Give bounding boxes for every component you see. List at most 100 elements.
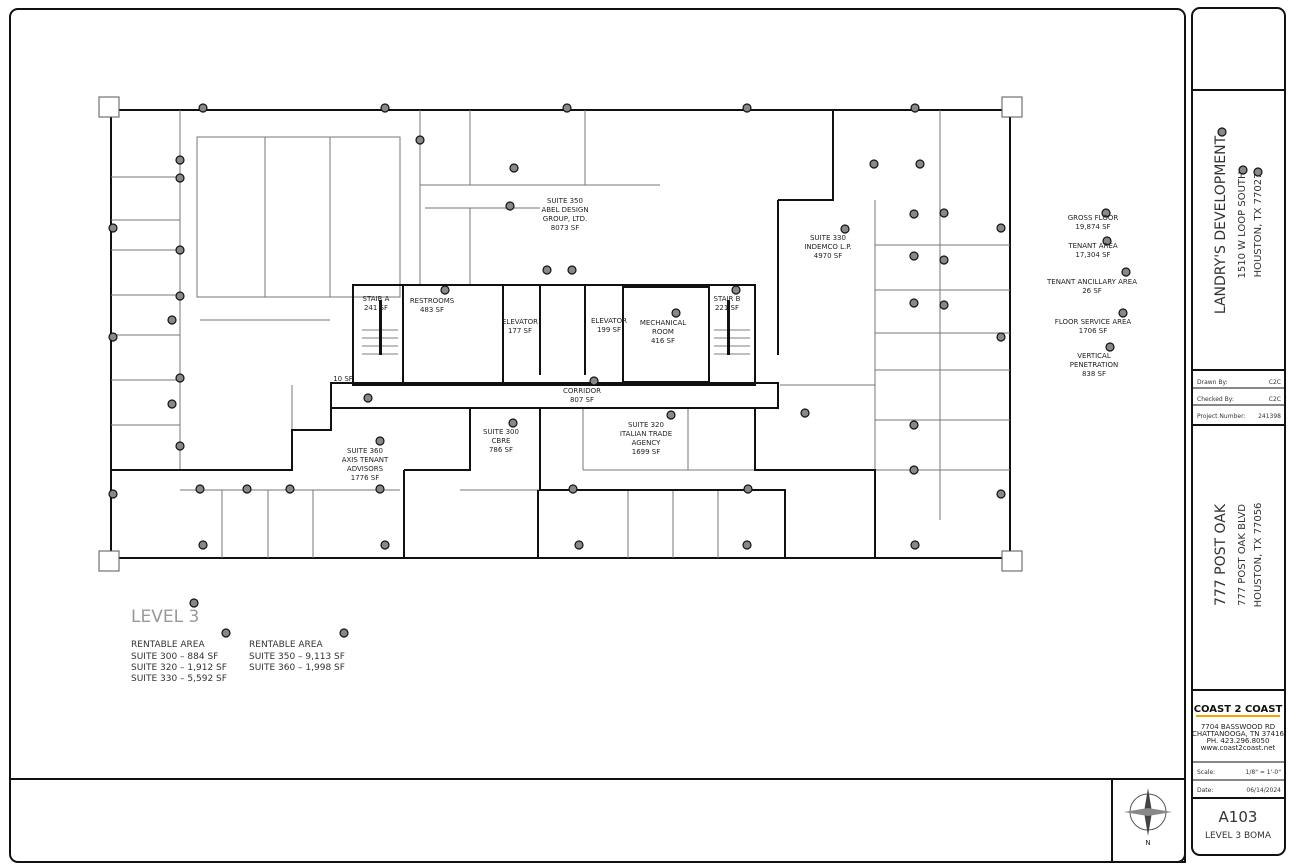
room-label: SUITE 330	[810, 234, 846, 242]
project-address2: HOUSTON, TX 77056	[1253, 503, 1264, 608]
room-label: CORRIDOR	[563, 387, 601, 395]
rentable-row: SUITE 360 – 1,998 SF	[249, 663, 345, 673]
room-label: ADVISORS	[347, 465, 384, 473]
markup-pin-icon	[562, 103, 572, 113]
date-label: Date:	[1197, 787, 1213, 794]
markup-pin-icon	[175, 291, 185, 301]
checked-by-label: Checked By:	[1197, 396, 1234, 403]
markup-pin-icon	[285, 484, 295, 494]
markup-pin-icon	[1101, 208, 1111, 218]
markup-pin-icon	[800, 408, 810, 418]
tenant-ancillary-value: 26 SF	[1082, 287, 1102, 295]
room-label: MECHANICAL	[640, 319, 686, 327]
markup-pin-icon	[198, 540, 208, 550]
client-name: LANDRY'S DEVELOPMENT	[1213, 135, 1229, 314]
markup-pin-icon	[189, 598, 199, 608]
gross-floor-label: GROSS FLOOR	[1068, 214, 1119, 222]
markup-pin-icon	[508, 418, 518, 428]
markup-pin-icon	[909, 298, 919, 308]
markup-pin-icon	[167, 315, 177, 325]
room-label: SUITE 350	[547, 197, 583, 205]
tenant-area-label: TENANT AREA	[1067, 242, 1118, 250]
rentable-row: SUITE 320 – 1,912 SF	[131, 663, 227, 673]
drawn-checked-info: Drawn By: C2C Checked By: C2C Project Nu…	[1197, 379, 1281, 420]
markup-pin-icon	[175, 173, 185, 183]
markup-pin-icon	[221, 628, 231, 638]
room-labels: SUITE 350 ABEL DESIGN GROUP, LTD. 8073 S…	[333, 197, 851, 482]
markup-pin-icon	[731, 285, 741, 295]
client-address2: HOUSTON, TX 77027	[1253, 173, 1264, 278]
room-label: AGENCY	[632, 439, 662, 447]
markup-pin-icon	[380, 540, 390, 550]
markup-pin-icon	[175, 155, 185, 165]
firm-line4: www.coast2coast.net	[1201, 744, 1276, 752]
markup-pin-icon	[1217, 127, 1227, 137]
north-arrow-compass-icon: N	[1124, 788, 1172, 847]
room-label: SUITE 320	[628, 421, 664, 429]
markup-pin-icon	[108, 489, 118, 499]
markup-pin-icon	[1118, 308, 1128, 318]
room-label: 241 SF	[364, 304, 388, 312]
markup-pin-icon	[869, 159, 879, 169]
checked-by-value: C2C	[1269, 396, 1281, 403]
compass-box	[1111, 778, 1186, 863]
markup-pin-icon	[910, 103, 920, 113]
markup-pin-icon	[1105, 342, 1115, 352]
markup-pin-icon	[568, 484, 578, 494]
client-address1: 1510 W LOOP SOUTH	[1237, 171, 1248, 278]
room-label: STAIR B	[714, 295, 741, 303]
rentable-row: SUITE 300 – 884 SF	[131, 652, 218, 662]
room-label: ABEL DESIGN	[541, 206, 588, 214]
markup-pin-icon	[175, 373, 185, 383]
project-number-value: 241398	[1258, 413, 1281, 420]
markup-pin-icon	[996, 489, 1006, 499]
markup-pin-icon	[415, 135, 425, 145]
firm-info: COAST 2 COAST 7704 BASSWOOD RD CHATTANOO…	[1192, 704, 1285, 752]
markup-pin-icon	[910, 540, 920, 550]
drawn-by-value: C2C	[1269, 379, 1281, 386]
markup-pin-icon	[742, 540, 752, 550]
room-label: STAIR A	[363, 295, 390, 303]
room-label: ITALIAN TRADE	[620, 430, 672, 438]
markup-pin-icon	[909, 420, 919, 430]
markup-pin-icon	[375, 436, 385, 446]
scale-date: Scale: 1/8" = 1'-0" Date: 06/14/2024	[1197, 769, 1281, 794]
markup-pin-icon	[175, 245, 185, 255]
room-label: 786 SF	[489, 446, 513, 454]
markup-pin-icon	[175, 441, 185, 451]
markup-pin-icon	[915, 159, 925, 169]
markup-pin-icon	[909, 465, 919, 475]
client-info: LANDRY'S DEVELOPMENT 1510 W LOOP SOUTH H…	[1213, 135, 1264, 314]
room-label: 177 SF	[508, 327, 532, 335]
markup-pin-icon	[242, 484, 252, 494]
markup-pin-icon	[939, 208, 949, 218]
markup-pin-icon	[375, 484, 385, 494]
markup-pin-icon	[380, 103, 390, 113]
markup-pin-icon	[589, 376, 599, 386]
sheet-number: A103	[1219, 808, 1258, 826]
markup-pin-icon	[996, 332, 1006, 342]
room-label: ELEVATOR	[502, 318, 538, 326]
scale-label: Scale:	[1197, 769, 1215, 776]
drawn-by-label: Drawn By:	[1197, 379, 1228, 386]
date-value: 06/14/2024	[1246, 787, 1281, 794]
markup-pin-icon	[909, 209, 919, 219]
room-label: 221 SF	[715, 304, 739, 312]
project-name: 777 POST OAK	[1213, 503, 1229, 606]
markup-pin-icon	[939, 255, 949, 265]
floor-service-value: 1706 SF	[1079, 327, 1108, 335]
sheet-title: LEVEL 3 BOMA	[1205, 831, 1272, 841]
markup-pin-icon	[195, 484, 205, 494]
markup-pins	[108, 103, 1263, 638]
room-label: 807 SF	[570, 396, 594, 404]
markup-pin-icon	[505, 201, 515, 211]
rentable-heading: RENTABLE AREA	[249, 640, 323, 650]
markup-pin-icon	[671, 308, 681, 318]
room-label: 8073 SF	[551, 224, 580, 232]
markup-pin-icon	[939, 300, 949, 310]
project-address1: 777 POST OAK BLVD	[1237, 504, 1248, 606]
vertical-value: 838 SF	[1082, 370, 1106, 378]
markup-pin-icon	[996, 223, 1006, 233]
sheet-frame	[9, 8, 1186, 863]
